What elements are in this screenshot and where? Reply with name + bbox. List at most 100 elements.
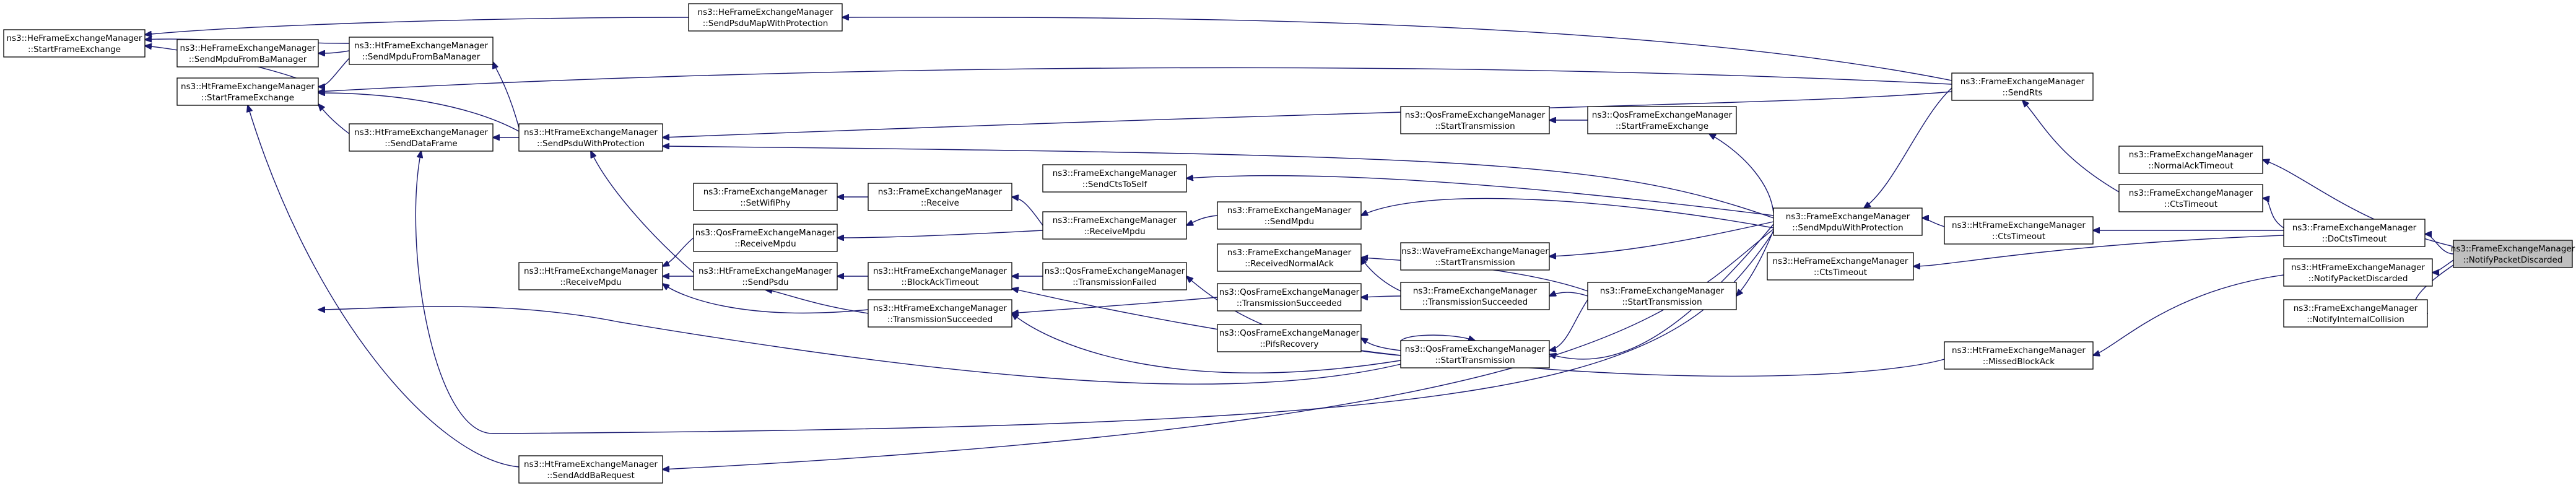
edge [663, 284, 869, 314]
edge-path [1361, 338, 1401, 351]
node-qos-start-transmission-a[interactable]: ns3::QosFrameExchangeManager ::StartTran… [1400, 106, 1550, 134]
node-fem-receive-mpdu[interactable]: ns3::FrameExchangeManager ::ReceiveMpdu [1042, 211, 1187, 240]
edge-path [1709, 134, 1774, 214]
node-label-line2: ::SendPsduMapWithProtection [703, 19, 829, 28]
node-block-ack-timeout[interactable]: ns3::HtFrameExchangeManager ::BlockAckTi… [868, 262, 1012, 290]
node-label-line1: ns3::WaveFrameExchangeManager [1401, 246, 1549, 256]
node-label-line2: ::StartFrameExchange [28, 45, 121, 54]
node-qos-transmission-failed[interactable]: ns3::QosFrameExchangeManager ::Transmiss… [1042, 262, 1187, 290]
node-notify-internal-collision[interactable]: ns3::FrameExchangeManager ::NotifyIntern… [2283, 299, 2428, 328]
node-label-line2: ::MissedBlockAck [1983, 357, 2055, 367]
edge-path [1913, 235, 2284, 266]
edge [1012, 313, 1401, 373]
edge [663, 237, 694, 266]
node-ht-cts-timeout[interactable]: ns3::HtFrameExchangeManager ::CtsTimeout [1944, 216, 2094, 245]
node-send-cts-to-self[interactable]: ns3::FrameExchangeManager ::SendCtsToSel… [1042, 164, 1187, 193]
node-label-line1: ns3::HeFrameExchangeManager [1773, 256, 1908, 266]
edge-path [1186, 215, 1218, 225]
edge-path [837, 230, 1043, 238]
node-wave-start-transmission[interactable]: ns3::WaveFrameExchangeManager ::StartTra… [1400, 242, 1550, 271]
edge-path [765, 290, 869, 314]
edge-path [318, 58, 350, 87]
node-label-line1: ns3::FrameExchangeManager [2294, 303, 2418, 313]
node-fem-cts-timeout[interactable]: ns3::FrameExchangeManager ::CtsTimeout [2118, 184, 2263, 212]
node-label-line2: ::StartFrameExchange [201, 93, 294, 103]
node-label-line1: ns3::HtFrameExchangeManager [354, 41, 488, 51]
edge-path [2432, 259, 2454, 272]
edge-path [2022, 100, 2120, 193]
node-label-line2: ::TransmissionSucceeded [887, 315, 993, 325]
edge [2263, 198, 2284, 229]
edge-path [2093, 274, 2284, 355]
node-label-line1: ns3::FrameExchangeManager [2129, 188, 2253, 198]
node-label-line1: ns3::QosFrameExchangeManager [1045, 266, 1185, 276]
node-missed-block-ack[interactable]: ns3::HtFrameExchangeManager ::MissedBloc… [1944, 341, 2094, 370]
node-set-wifi-phy[interactable]: ns3::FrameExchangeManager ::SetWifiPhy [693, 183, 838, 211]
edge-path [1012, 197, 1043, 226]
node-label-line1: ns3::FrameExchangeManager [878, 187, 1003, 197]
node-qos-start-frame-exchange[interactable]: ns3::QosFrameExchangeManager ::StartFram… [1587, 106, 1737, 134]
node-qos-start-transmission-b[interactable]: ns3::QosFrameExchangeManager ::StartTran… [1400, 340, 1550, 368]
edge [2093, 274, 2284, 355]
edge [765, 290, 869, 314]
node-fem-transmission-succeeded[interactable]: ns3::FrameExchangeManager ::Transmission… [1400, 282, 1550, 310]
node-send-add-ba-request[interactable]: ns3::HtFrameExchangeManager ::SendAddBaR… [518, 455, 663, 484]
edge [1549, 292, 1588, 296]
node-label-line1: ns3::QosFrameExchangeManager [1219, 287, 1360, 297]
node-label-line1: ns3::HtFrameExchangeManager [354, 128, 488, 137]
node-normal-ack-timeout[interactable]: ns3::FrameExchangeManager ::NormalAckTim… [2118, 146, 2263, 174]
node-ht-send-psdu[interactable]: ns3::HtFrameExchangeManager ::SendPsdu [693, 262, 838, 290]
node-qos-receive-mpdu[interactable]: ns3::QosFrameExchangeManager ::ReceiveMp… [693, 224, 838, 252]
edge-path [2425, 234, 2454, 255]
node-label-line2: ::ReceiveMpdu [1084, 227, 1145, 237]
node-label-line2: ::StartTransmission [1622, 297, 1702, 307]
node-label-line1: ns3::QosFrameExchangeManager [1592, 110, 1733, 120]
node-fem-receive[interactable]: ns3::FrameExchangeManager ::Receive [868, 183, 1012, 211]
edge [1012, 297, 1218, 313]
node-ht-receive-mpdu[interactable]: ns3::HtFrameExchangeManager ::ReceiveMpd… [518, 262, 663, 290]
node-fem-send-mpdu[interactable]: ns3::FrameExchangeManager ::SendMpdu [1217, 201, 1362, 230]
node-label-line1: ns3::HeFrameExchangeManager [7, 33, 142, 43]
node-send-psdu-with-protection[interactable]: ns3::HtFrameExchangeManager ::SendPsduWi… [518, 123, 663, 152]
edge [1361, 338, 1401, 351]
edge-path [318, 93, 520, 132]
edge [1400, 334, 1475, 342]
node-pifs-recovery[interactable]: ns3::QosFrameExchangeManager ::PifsRecov… [1217, 324, 1362, 352]
edge [1736, 230, 1774, 296]
edge [1186, 215, 1218, 225]
node-send-psdu-map-with-protection[interactable]: ns3::HeFrameExchangeManager ::SendPsduMa… [688, 3, 843, 32]
graph-edges [145, 17, 2454, 469]
node-notify-packet-discarded[interactable]: ns3::FrameExchangeManager ::NotifyPacket… [2451, 240, 2575, 268]
node-label-line1: ns3::HtFrameExchangeManager [1952, 220, 2086, 230]
node-ht-start-frame-exchange[interactable]: ns3::HtFrameExchangeManager ::StartFrame… [176, 77, 319, 106]
node-label-line2: ::NotifyPacketDiscarded [2463, 255, 2563, 265]
node-label-line2: ::SendRts [2003, 88, 2043, 98]
edge-path [318, 306, 1401, 385]
node-send-mpdu-from-ba-manager[interactable]: ns3::HtFrameExchangeManager ::SendMpduFr… [349, 37, 494, 65]
node-send-mpdu-with-protection[interactable]: ns3::FrameExchangeManager ::SendMpduWith… [1773, 207, 1923, 236]
edge-path [1186, 176, 1774, 216]
node-label-line1: ns3::HtFrameExchangeManager [524, 128, 658, 137]
node-he-send-mpdu-from-ba-manager[interactable]: ns3::HeFrameExchangeManager ::SendMpduFr… [176, 39, 319, 68]
edge-path [663, 284, 869, 314]
edge-path [1549, 224, 1774, 360]
node-label-line1: ns3::FrameExchangeManager [703, 187, 828, 197]
node-send-rts[interactable]: ns3::FrameExchangeManager ::SendRts [1951, 72, 2094, 101]
node-qos-transmission-succeeded[interactable]: ns3::QosFrameExchangeManager ::Transmiss… [1217, 283, 1362, 312]
node-he-start-frame-exchange[interactable]: ns3::HeFrameExchangeManager ::StartFrame… [3, 29, 146, 58]
node-he-cts-timeout[interactable]: ns3::HeFrameExchangeManager ::CtsTimeout [1767, 252, 1914, 281]
node-fem-start-transmission[interactable]: ns3::FrameExchangeManager ::StartTransmi… [1587, 282, 1737, 310]
node-label-line1: ns3::FrameExchangeManager [1600, 286, 1725, 296]
node-do-cts-timeout[interactable]: ns3::FrameExchangeManager ::DoCtsTimeout [2283, 219, 2426, 247]
node-received-normal-ack[interactable]: ns3::FrameExchangeManager ::ReceivedNorm… [1217, 243, 1362, 272]
edge-path [842, 17, 1952, 81]
node-ht-transmission-succeeded[interactable]: ns3::HtFrameExchangeManager ::Transmissi… [868, 299, 1012, 328]
edge-path [145, 17, 689, 35]
edge [663, 146, 1774, 219]
node-label-line2: ::ReceivedNormalAck [1245, 259, 1334, 269]
node-label-line2: ::PifsRecovery [1260, 339, 1318, 349]
node-label-line2: ::StartFrameExchange [1616, 121, 1708, 131]
node-ht-notify-packet-discarded[interactable]: ns3::HtFrameExchangeManager ::NotifyPack… [2283, 258, 2433, 287]
node-send-data-frame[interactable]: ns3::HtFrameExchangeManager ::SendDataFr… [349, 123, 494, 152]
